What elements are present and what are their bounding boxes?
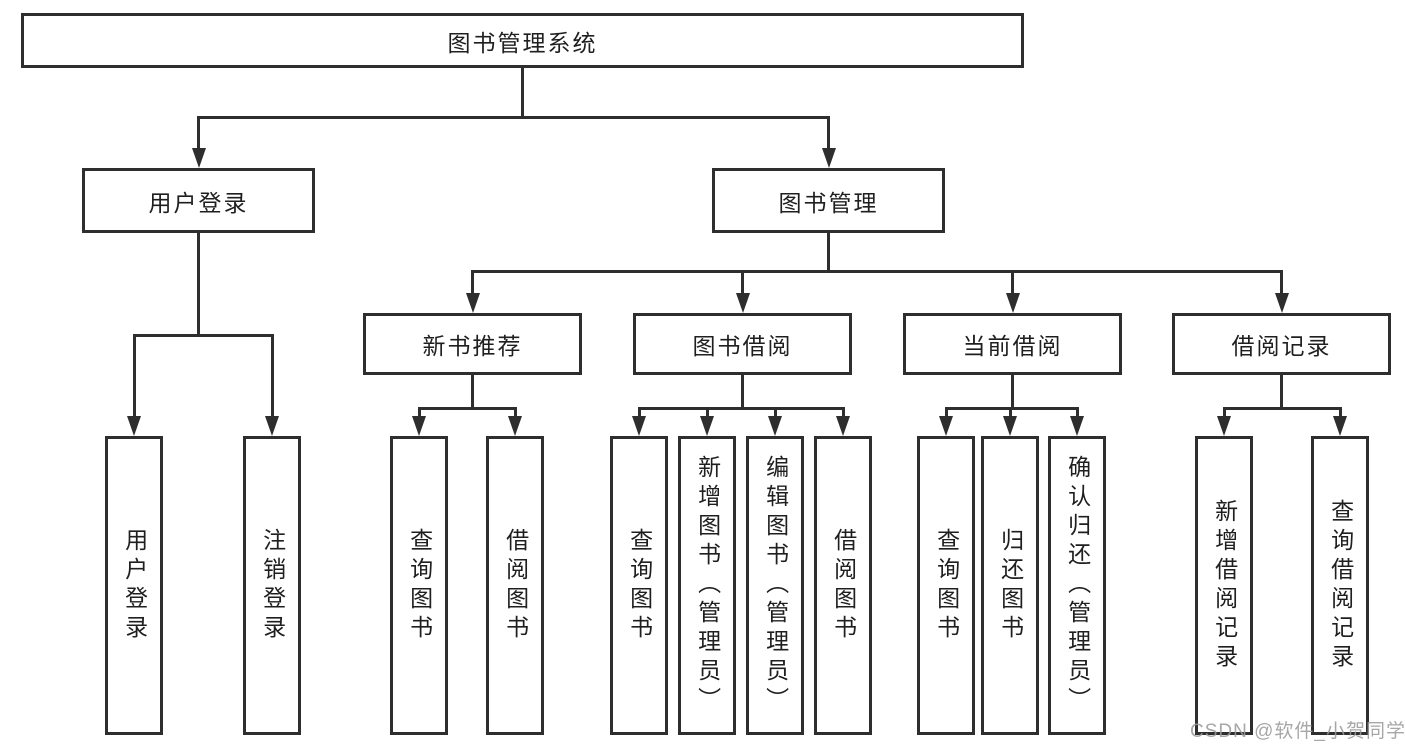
node-label: 图书管理 xyxy=(778,189,879,216)
arrowhead-down-icon xyxy=(412,416,426,436)
connector-line-vertical xyxy=(1338,408,1342,420)
arrowhead-down-icon xyxy=(1333,416,1347,436)
arrowhead-down-icon xyxy=(1005,293,1020,313)
node-label: 归还图书 xyxy=(997,527,1024,644)
node-label: 查询图书 xyxy=(626,527,653,644)
node-user-login-module: 用户登录 xyxy=(82,168,315,233)
connector-line-horizontal xyxy=(197,115,830,119)
node-label: 借阅图书 xyxy=(502,527,529,644)
node-label: 确认归还（管理员） xyxy=(1064,455,1091,716)
node-book-borrowing: 图书借阅 xyxy=(633,313,852,375)
node-leaf-user-login: 用户登录 xyxy=(105,436,163,735)
node-label: 用户登录 xyxy=(121,527,148,644)
node-label: 新增图书（管理员） xyxy=(694,455,721,716)
connector-line-vertical xyxy=(1011,271,1014,297)
node-leaf-add-books-admin: 新增图书（管理员） xyxy=(678,436,736,735)
arrowhead-down-icon xyxy=(939,416,953,436)
node-label: 借阅记录 xyxy=(1231,333,1332,359)
arrowhead-down-icon xyxy=(265,416,279,436)
connector-line-vertical xyxy=(513,408,517,420)
node-label: 查询图书 xyxy=(406,527,433,644)
node-new-book-recommend: 新书推荐 xyxy=(363,313,582,375)
node-label: 注销登录 xyxy=(259,527,286,644)
connector-line-horizontal xyxy=(1222,406,1342,410)
connector-line-vertical xyxy=(1280,375,1283,408)
arrowhead-down-icon xyxy=(1274,293,1289,313)
connector-line-vertical xyxy=(705,408,709,420)
connector-line-vertical xyxy=(1011,375,1014,408)
connector-line-vertical xyxy=(773,408,777,420)
node-label: 编辑图书（管理员） xyxy=(762,455,789,716)
node-leaf-query-borrow-record: 查询借阅记录 xyxy=(1311,436,1369,735)
connector-line-vertical xyxy=(471,271,474,297)
connector-line-vertical xyxy=(827,233,830,271)
connector-line-vertical xyxy=(417,408,421,420)
arrowhead-down-icon xyxy=(191,148,206,168)
arrowhead-down-icon xyxy=(768,416,782,436)
node-current-borrowing: 当前借阅 xyxy=(903,313,1122,375)
node-root: 图书管理系统 xyxy=(21,13,1024,68)
arrowhead-down-icon xyxy=(1070,416,1084,436)
watermark: CSDN @软件_小贺同学 xyxy=(1190,721,1405,742)
arrowhead-down-icon xyxy=(735,293,750,313)
connector-line-vertical xyxy=(132,335,136,420)
node-label: 借阅图书 xyxy=(830,527,857,644)
node-leaf-borrow-books-borrow: 借阅图书 xyxy=(814,436,872,735)
connector-line-vertical xyxy=(741,375,744,408)
connector-line-vertical xyxy=(521,68,524,117)
connector-line-vertical xyxy=(741,271,744,297)
connector-line-vertical xyxy=(1280,271,1283,297)
connector-line-vertical xyxy=(471,375,474,408)
node-leaf-query-books-borrow: 查询图书 xyxy=(610,436,668,735)
connector-line-horizontal xyxy=(417,406,517,410)
arrowhead-down-icon xyxy=(1217,416,1231,436)
connector-line-vertical xyxy=(637,408,641,420)
arrowhead-down-icon xyxy=(127,416,141,436)
connector-line-vertical xyxy=(1075,408,1079,420)
node-label: 用户登录 xyxy=(148,189,249,216)
node-leaf-confirm-return-admin: 确认归还（管理员） xyxy=(1048,436,1106,735)
connector-line-vertical xyxy=(1008,408,1012,420)
arrowhead-down-icon xyxy=(836,416,850,436)
node-leaf-logout: 注销登录 xyxy=(243,436,301,735)
connector-line-horizontal xyxy=(471,269,1283,273)
arrowhead-down-icon xyxy=(508,416,522,436)
arrowhead-down-icon xyxy=(1003,416,1017,436)
node-leaf-query-books-current: 查询图书 xyxy=(917,436,975,735)
node-label: 新增借阅记录 xyxy=(1211,498,1238,673)
arrowhead-down-icon xyxy=(465,293,480,313)
node-leaf-query-books-recommend: 查询图书 xyxy=(390,436,448,735)
arrowhead-down-icon xyxy=(632,416,646,436)
connector-line-vertical xyxy=(270,335,274,420)
connector-line-vertical xyxy=(944,408,948,420)
connector-line-horizontal xyxy=(637,406,845,410)
node-leaf-edit-books-admin: 编辑图书（管理员） xyxy=(746,436,804,735)
arrowhead-down-icon xyxy=(700,416,714,436)
arrowhead-down-icon xyxy=(821,148,836,168)
node-book-management: 图书管理 xyxy=(712,168,945,233)
connector-line-vertical xyxy=(197,117,200,152)
connector-line-horizontal xyxy=(944,406,1079,410)
connector-line-vertical xyxy=(841,408,845,420)
connector-line-horizontal xyxy=(132,333,274,337)
connector-line-vertical xyxy=(1222,408,1226,420)
node-label: 图书管理系统 xyxy=(447,29,598,56)
connector-line-vertical xyxy=(827,117,830,152)
node-leaf-add-borrow-record: 新增借阅记录 xyxy=(1195,436,1253,735)
node-leaf-borrow-books-recommend: 借阅图书 xyxy=(486,436,544,735)
connector-line-vertical xyxy=(197,233,200,335)
node-label: 新书推荐 xyxy=(422,333,523,359)
node-label: 查询借阅记录 xyxy=(1327,498,1354,673)
node-label: 当前借阅 xyxy=(962,333,1063,359)
node-leaf-return-books: 归还图书 xyxy=(981,436,1039,735)
node-label: 图书借阅 xyxy=(692,333,793,359)
node-borrowing-records: 借阅记录 xyxy=(1172,313,1391,375)
node-label: 查询图书 xyxy=(933,527,960,644)
